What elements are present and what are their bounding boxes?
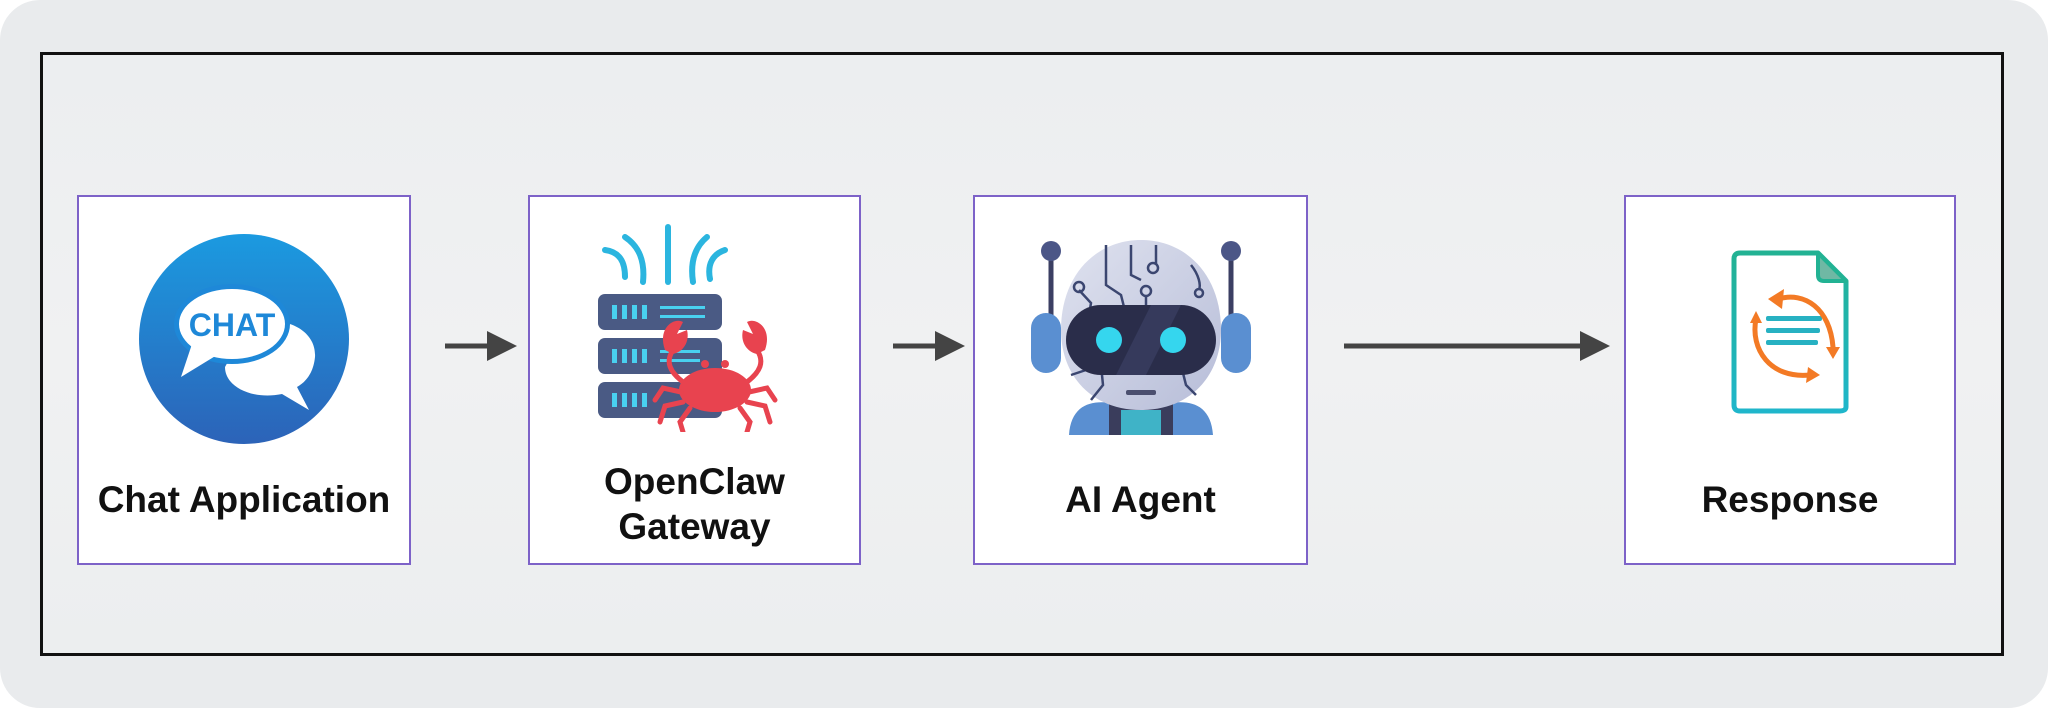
node-response: Response: [1624, 195, 1956, 565]
server-crab-icon: [597, 224, 777, 432]
crab-icon: [652, 320, 777, 432]
node-label: AI Agent: [1065, 479, 1216, 520]
node-openclaw-gateway: OpenClaw Gateway: [528, 195, 861, 565]
flow-arrow: [893, 331, 965, 361]
node-label: Response: [1701, 479, 1879, 520]
flow-arrow: [1344, 331, 1610, 361]
node-label-line1: OpenClaw: [604, 461, 785, 502]
robot-icon: [1030, 240, 1251, 435]
document-refresh-icon: [1731, 250, 1849, 414]
node-label-line2: Gateway: [618, 506, 771, 547]
node-label: Chat Application: [97, 479, 391, 520]
chat-bubble-icon: CHAT: [139, 234, 349, 444]
node-ai-agent: AI Agent: [973, 195, 1308, 565]
flow-arrow: [445, 331, 517, 361]
node-chat-application: CHAT Chat Application: [77, 195, 411, 565]
chat-icon-text: CHAT: [189, 307, 276, 343]
